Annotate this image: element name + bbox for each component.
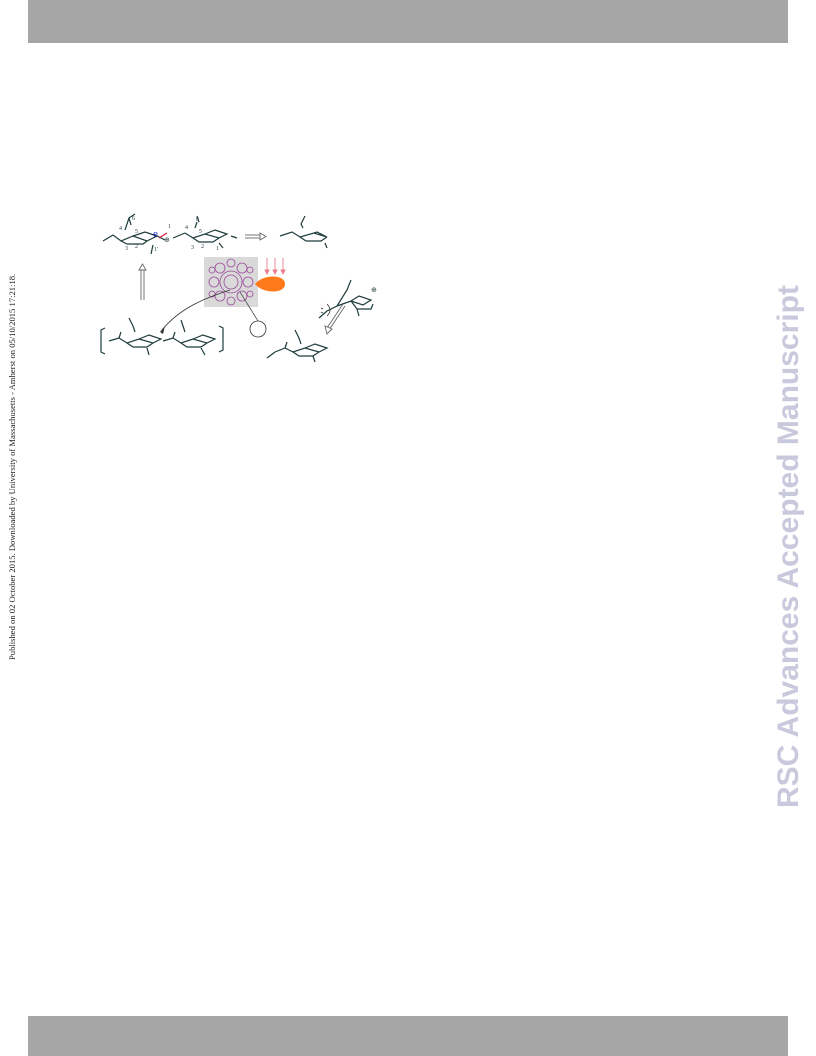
- label-top-left-1prime: 1': [154, 247, 158, 253]
- catalyst-site-circle: [249, 320, 267, 338]
- cation-mark-top-left: ⊕: [164, 236, 170, 244]
- accepted-manuscript-watermark: RSC Advances Accepted Manuscript: [772, 285, 805, 808]
- label-top-mid-5: 5: [199, 229, 202, 235]
- bottom-footer-bar: [28, 1016, 788, 1056]
- label-top-mid-2: 2: [201, 244, 204, 250]
- label-top-mid-4: 4: [185, 225, 188, 231]
- label-top-left-4: 4: [119, 226, 122, 232]
- light-rays: [264, 258, 286, 276]
- catalyst-pointer-line: [239, 291, 259, 322]
- reaction-arrow-diagonal: [324, 303, 346, 335]
- zeolite-framework: [208, 258, 254, 306]
- molecule-top-middle: [172, 215, 238, 249]
- label-top-left-6: 6: [132, 216, 135, 222]
- label-top-left-1: 1: [168, 224, 171, 230]
- label-top-mid-1: 1: [216, 246, 219, 252]
- bracket-right: [218, 325, 224, 353]
- label-top-mid-6: 6: [196, 217, 199, 223]
- molecule-top-right: [279, 215, 328, 249]
- zeolite-background: [204, 257, 258, 307]
- label-top-left-5: 5: [135, 229, 138, 235]
- electron-symbol: e: [153, 228, 158, 240]
- label-top-left-2: 2: [135, 244, 138, 250]
- molecule-dimer-left: [108, 317, 163, 356]
- top-header-bar: [28, 0, 788, 43]
- molecule-top-left: [102, 213, 166, 255]
- curved-arrow-head: [160, 326, 165, 334]
- curved-arrow-zeolite: [161, 289, 231, 331]
- publication-side-note: Published on 02 October 2015. Downloaded…: [7, 273, 17, 660]
- light-source-lamp: [255, 276, 285, 292]
- reaction-arrow-left-up: [138, 263, 147, 300]
- molecule-right-cation: [318, 279, 374, 319]
- bond-cleavage-highlight: [158, 232, 168, 239]
- reaction-arrow-top: [245, 232, 267, 241]
- label-top-mid-3: 3: [191, 245, 194, 251]
- molecule-dimer-right: [162, 319, 217, 356]
- bracket-left: [100, 327, 106, 355]
- reaction-scheme: 6 4 5 3 2 1' 1 e ⊕ 6 4 5 3 2 1: [100, 213, 377, 363]
- hydride-shift-marks: [320, 303, 331, 317]
- molecule-bottom-right: [266, 329, 329, 363]
- cation-mark-right: ⊕: [371, 286, 377, 294]
- label-top-left-3: 3: [125, 246, 128, 252]
